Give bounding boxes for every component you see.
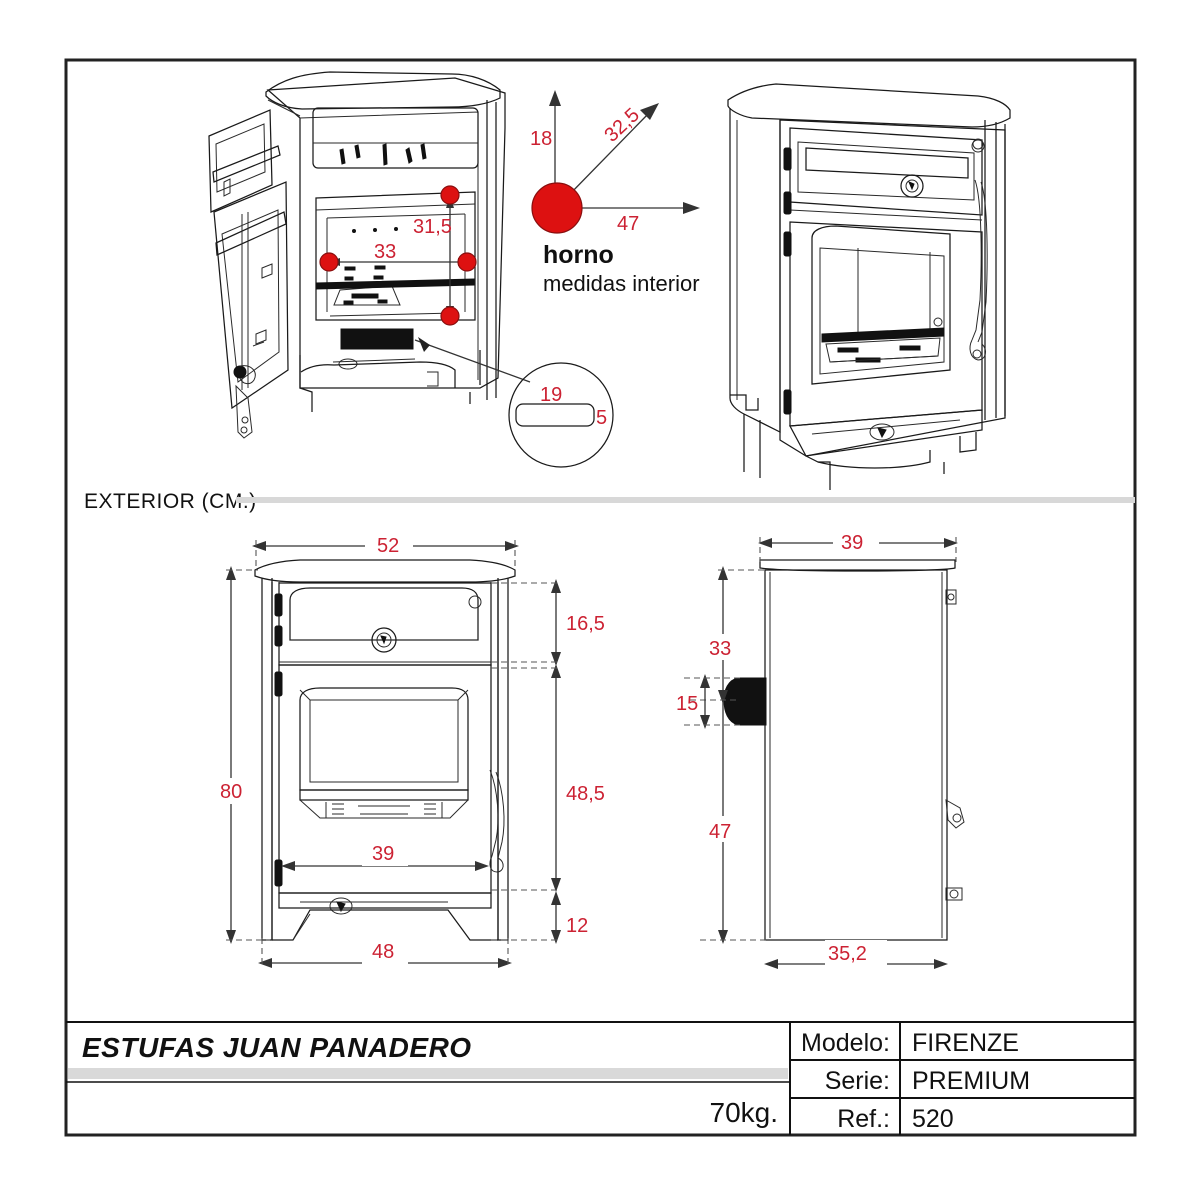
weight-value: 70kg. <box>710 1097 779 1128</box>
dim-detail-height: 5 <box>596 407 607 429</box>
dim-base-to-flue-group: 47 <box>700 700 768 944</box>
dim-oven-door-height-group: 16,5 <box>491 579 605 666</box>
cutaway-dimensions: 31,5 33 <box>319 185 477 326</box>
oven-interior-schematic: 18 47 32,5 horno medidas interior <box>530 90 700 296</box>
cutaway-isometric-view: 31,5 33 <box>208 71 531 439</box>
label-serie: Serie: <box>825 1067 890 1095</box>
dim-top-depth: 39 <box>841 532 863 554</box>
dim-base-depth: 35,2 <box>828 943 867 965</box>
dim-base-depth-group: 35,2 <box>764 940 948 969</box>
dim-firebox-height-group: 48,5 <box>491 664 605 892</box>
section-label: EXTERIOR (CM.) <box>84 490 257 513</box>
dim-flue-diameter-group: 15 <box>676 674 740 729</box>
oven-caption-subtitle: medidas interior <box>543 271 700 296</box>
dim-flue-center-height: 33 <box>709 638 731 660</box>
title-block: ESTUFAS JUAN PANADERO 70kg. Modelo: FIRE… <box>66 1022 1135 1135</box>
dim-top-width-group: 52 <box>252 534 519 570</box>
dim-base-width: 48 <box>372 941 394 963</box>
section-divider: EXTERIOR (CM.) <box>84 490 1135 513</box>
marker-dot-left <box>319 252 339 272</box>
open-door-assembly <box>208 109 289 439</box>
front-elevation-view: 52 80 16,5 48,5 <box>218 534 605 968</box>
perspective-view <box>727 83 1011 490</box>
dim-total-height: 80 <box>220 781 242 803</box>
dim-base-width-group: 48 <box>258 938 512 968</box>
dim-cutaway-vertical: 31,5 <box>413 216 452 238</box>
value-ref: 520 <box>912 1105 954 1133</box>
ash-slot-detail-circle: 19 5 <box>508 362 614 468</box>
dim-top-width: 52 <box>377 535 399 557</box>
dim-firebox-height: 48,5 <box>566 783 605 805</box>
dim-leg-height: 12 <box>566 915 588 937</box>
title-accent-bar <box>68 1068 788 1079</box>
dim-oven-width: 47 <box>617 213 639 235</box>
dim-total-height-group: 80 <box>218 566 270 944</box>
dim-firebox-width-group: 39 <box>281 840 489 871</box>
marker-dot-right <box>457 252 477 272</box>
drawing-frame <box>64 58 1137 1137</box>
oven-caption-title: horno <box>543 241 614 269</box>
oven-origin-node <box>531 182 583 234</box>
company-name: ESTUFAS JUAN PANADERO <box>82 1032 472 1063</box>
ash-pan-slot <box>340 328 414 350</box>
dim-oven-door-height: 16,5 <box>566 613 605 635</box>
value-modelo: FIRENZE <box>912 1029 1019 1057</box>
dim-flue-diameter: 15 <box>676 693 698 715</box>
side-elevation-view: 39 33 15 47 <box>676 530 965 969</box>
dim-flue-height-group: 33 <box>690 566 766 704</box>
marker-dot-top <box>440 185 460 205</box>
dim-top-depth-group: 39 <box>758 530 958 562</box>
dim-cutaway-horizontal: 33 <box>374 241 396 263</box>
dim-oven-height: 18 <box>530 128 552 150</box>
dim-detail-length: 19 <box>540 384 562 406</box>
label-ref: Ref.: <box>837 1105 890 1133</box>
label-modelo: Modelo: <box>801 1029 890 1057</box>
dim-firebox-width: 39 <box>372 843 394 865</box>
dim-leg-height-group: 12 <box>491 891 588 944</box>
marker-dot-bottom <box>440 306 460 326</box>
value-serie: PREMIUM <box>912 1067 1030 1095</box>
dim-base-to-flue: 47 <box>709 821 731 843</box>
dim-oven-depth: 32,5 <box>600 104 643 147</box>
